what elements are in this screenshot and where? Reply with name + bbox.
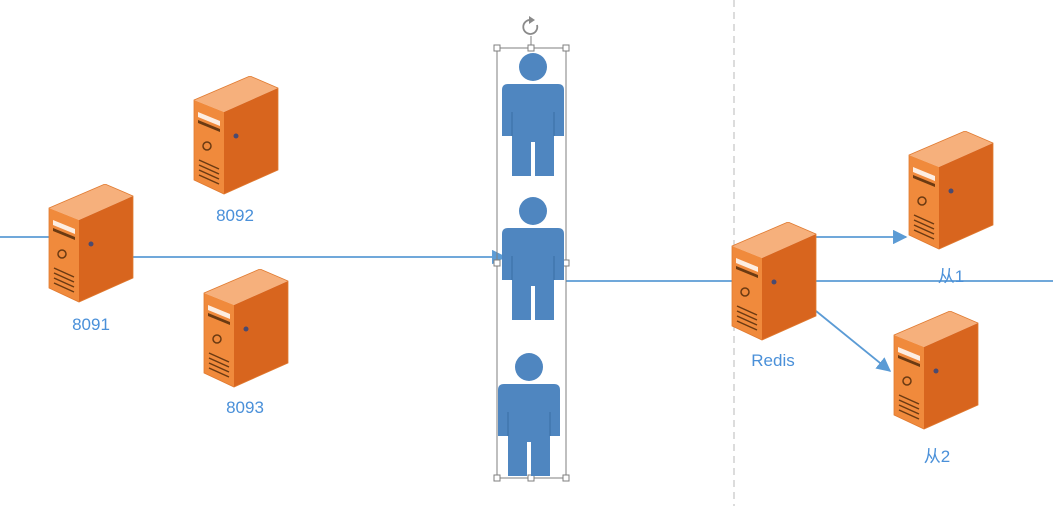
label-8091: 8091 [72,315,110,334]
server-slave1-icon[interactable] [908,131,994,250]
selection-box[interactable] [493,16,570,482]
person-icon[interactable] [502,196,564,320]
resize-handle[interactable] [493,259,501,267]
resize-handle[interactable] [562,44,570,52]
server-8091-icon[interactable] [48,184,134,303]
server-8093-icon[interactable] [203,269,289,388]
label-8093: 8093 [226,398,264,417]
rotate-icon[interactable] [522,16,539,35]
label-slave2: 从2 [923,447,951,466]
label-slave1: 从1 [937,267,965,286]
resize-handle[interactable] [562,474,570,482]
resize-handle[interactable] [493,474,501,482]
resize-handle[interactable] [527,44,535,52]
label-redis: Redis [751,351,795,370]
server-redis-icon[interactable] [731,222,817,341]
server-slave2-icon[interactable] [893,311,979,430]
resize-handle[interactable] [493,44,501,52]
person-icon[interactable] [498,352,560,476]
label-8092: 8092 [216,206,254,225]
person-icon[interactable] [502,52,564,176]
connector-redis-to-slave2[interactable] [815,310,892,372]
server-8092-icon[interactable] [193,76,279,195]
